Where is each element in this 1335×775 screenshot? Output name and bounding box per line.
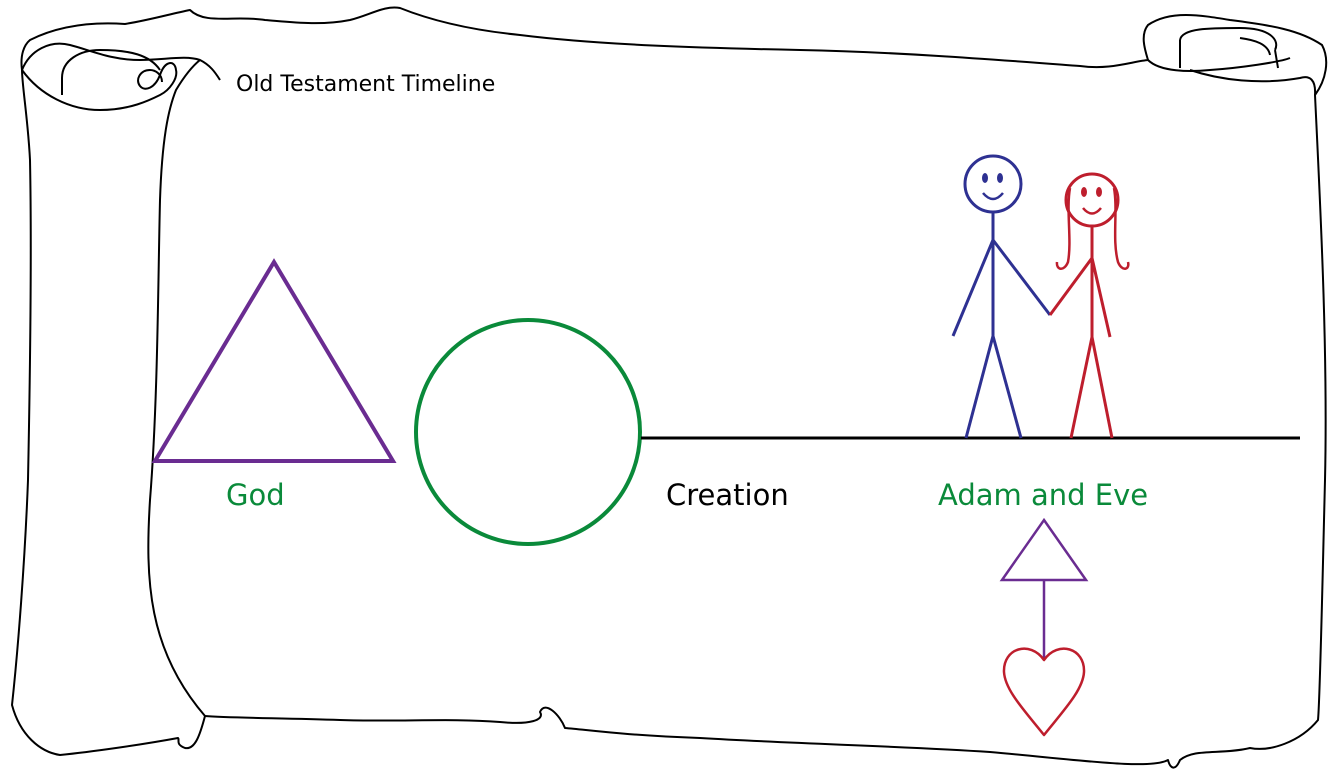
- eve-head: [1066, 174, 1118, 226]
- scroll-left-roll: [22, 44, 220, 716]
- page-title: Old Testament Timeline: [236, 74, 495, 96]
- small-triangle-icon: [1002, 520, 1086, 580]
- adam-right-leg: [993, 336, 1021, 438]
- eve-left-leg: [1071, 337, 1092, 438]
- adam-left-eye: [982, 173, 988, 183]
- adam-left-leg: [966, 336, 993, 438]
- eve-right-leg: [1092, 337, 1112, 438]
- god-label: God: [226, 481, 285, 510]
- creation-label: Creation: [666, 481, 789, 510]
- adam-head: [965, 156, 1021, 212]
- adam-left-arm: [953, 240, 993, 336]
- adam-right-eye: [997, 173, 1003, 183]
- eve-right-arm: [1092, 258, 1110, 337]
- adam-stick-figure-icon: [953, 156, 1050, 438]
- trinity-triangle-icon: [155, 262, 393, 461]
- scroll-right-roll: [1148, 28, 1315, 95]
- scroll-outline: [12, 7, 1326, 767]
- eve-right-eye: [1096, 187, 1102, 197]
- adam-smile: [983, 193, 1003, 199]
- eve-stick-figure-icon: [1050, 174, 1128, 438]
- eve-left-eye: [1081, 187, 1087, 197]
- heart-icon: [1004, 649, 1084, 735]
- world-circle-icon: [416, 320, 640, 544]
- adam-right-arm: [993, 240, 1050, 315]
- eve-smile: [1083, 208, 1101, 214]
- adam-and-eve-label: Adam and Eve: [938, 481, 1148, 510]
